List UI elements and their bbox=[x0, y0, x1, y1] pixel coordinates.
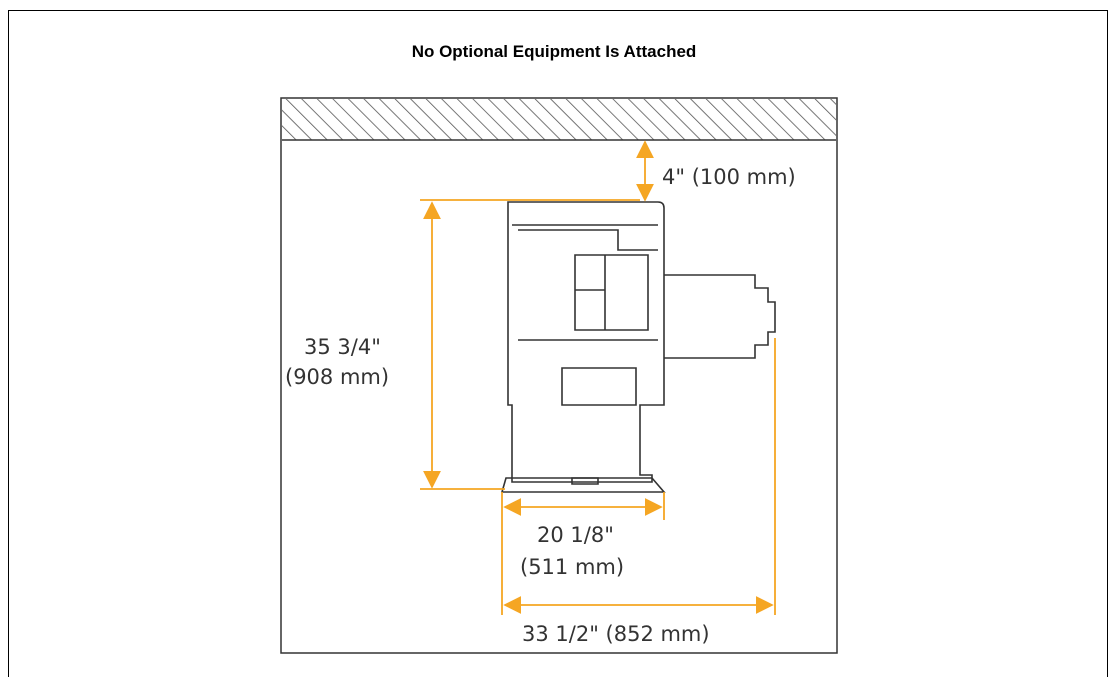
figure-title: No Optional Equipment Is Attached bbox=[411, 42, 697, 61]
wall-hatch bbox=[282, 99, 836, 140]
depth-label-mm: (908 mm) bbox=[285, 365, 389, 389]
diagram-border bbox=[280, 97, 838, 654]
dimension-lines bbox=[420, 140, 776, 615]
total-width-label: 33 1/2" (852 mm) bbox=[522, 622, 710, 646]
clearance-label: 4" (100 mm) bbox=[662, 165, 796, 189]
depth-label-inches: 35 3/4" bbox=[304, 335, 381, 359]
width-label-mm: (511 mm) bbox=[520, 555, 624, 579]
width-label-inches: 20 1/8" bbox=[537, 523, 614, 547]
